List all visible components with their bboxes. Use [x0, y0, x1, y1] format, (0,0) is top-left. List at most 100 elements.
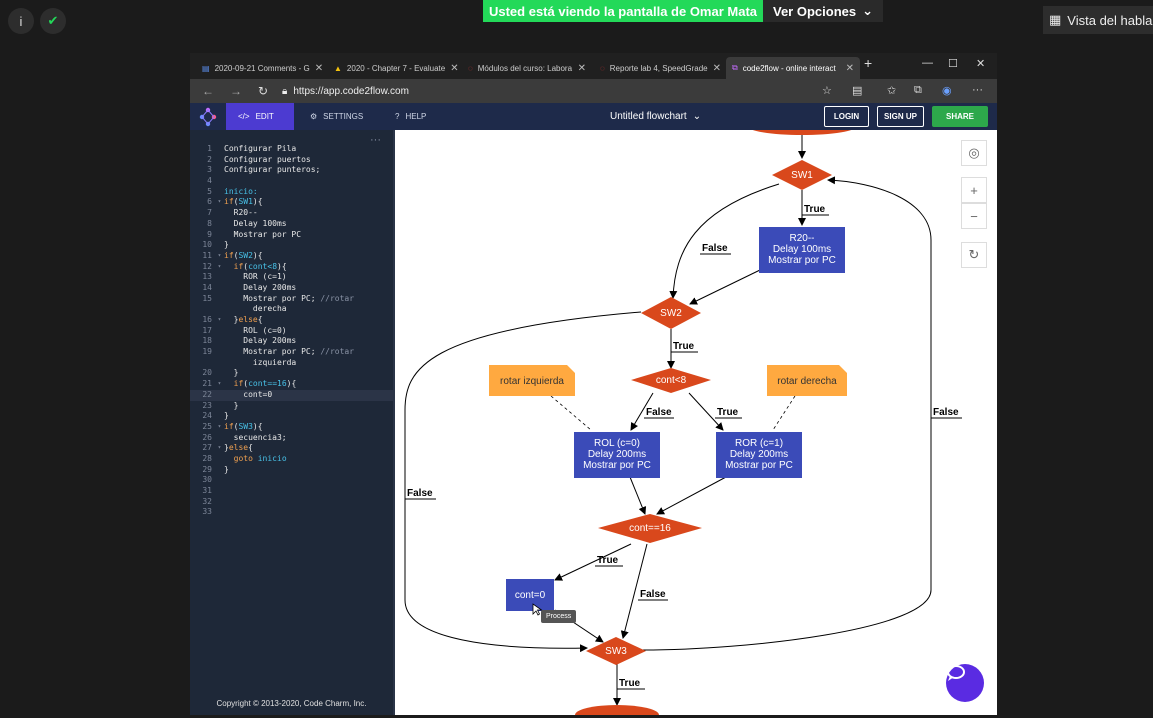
code-text[interactable] — [224, 486, 393, 497]
close-icon[interactable]: ✕ — [712, 62, 721, 74]
close-icon[interactable]: ✕ — [450, 62, 459, 74]
code-text[interactable]: ROR (c=1) — [224, 272, 287, 282]
code-text[interactable]: } — [224, 368, 239, 378]
code-text[interactable]: }else{ — [224, 315, 263, 324]
code-text[interactable] — [224, 497, 393, 508]
pane-splitter[interactable] — [393, 130, 395, 715]
code-line[interactable]: 18 Delay 200ms — [190, 336, 393, 347]
zoom-out-button[interactable]: − — [961, 203, 987, 229]
end-terminal[interactable] — [575, 705, 659, 715]
code-text[interactable]: derecha — [224, 304, 287, 314]
browser-tab-chapter7[interactable]: ▲ 2020 - Chapter 7 - Evaluate ✕ — [328, 57, 460, 79]
code-text[interactable]: Mostrar por PC — [224, 229, 302, 239]
code-line[interactable]: 11 ▾if(SW2){ — [190, 251, 393, 262]
fold-icon[interactable]: ▾ — [214, 316, 222, 323]
code-text[interactable]: ROL (c=0) — [224, 325, 287, 335]
process-rol[interactable] — [574, 432, 660, 478]
code-text[interactable]: if(SW2){ — [224, 250, 263, 260]
code-line[interactable]: 33 — [190, 507, 393, 518]
code-text[interactable]: R20-- — [224, 208, 258, 218]
browser-tab-modulos[interactable]: ◌ Módulos del curso: Labora ✕ — [462, 57, 592, 79]
new-tab-button[interactable]: + — [864, 55, 873, 71]
code-text[interactable]: cont=0 — [224, 389, 273, 399]
tab-help[interactable]: ? HELP — [383, 103, 438, 130]
code-text[interactable]: Configurar Pila — [224, 144, 297, 153]
favorites-icon[interactable]: ✩ — [887, 85, 897, 97]
code-line[interactable]: 27 ▾}else{ — [190, 443, 393, 454]
decision-sw3[interactable] — [586, 637, 646, 665]
maximize-button[interactable]: ☐ — [948, 58, 958, 70]
code-text[interactable]: if(SW1){ — [224, 197, 263, 207]
doc-title-dropdown[interactable]: Untitled flowchart ⌄ — [610, 103, 701, 130]
zoom-in-button[interactable]: + — [961, 177, 987, 203]
code-text[interactable]: secuencia3; — [224, 432, 287, 442]
more-icon[interactable]: ··· — [370, 134, 381, 146]
code-text[interactable]: }else{ — [224, 443, 253, 453]
code-line[interactable]: 17 ROL (c=0) — [190, 326, 393, 337]
code-line[interactable]: 32 — [190, 497, 393, 508]
code-text[interactable]: } — [224, 464, 229, 474]
code-line[interactable]: 6 ▾if(SW1){ — [190, 197, 393, 208]
reading-icon[interactable]: ▤ — [852, 85, 863, 97]
decision-sw2[interactable] — [641, 297, 701, 329]
code-text[interactable] — [224, 176, 393, 187]
code-line[interactable]: 14 Delay 200ms — [190, 283, 393, 294]
code-line[interactable]: 24} — [190, 411, 393, 422]
code-text[interactable]: goto inicio — [233, 453, 287, 463]
code-line[interactable]: derecha — [190, 304, 393, 315]
code-text[interactable]: Delay 200ms — [224, 282, 297, 292]
code-line[interactable]: 23 } — [190, 401, 393, 412]
decision-cont16[interactable] — [598, 514, 702, 543]
chat-button[interactable] — [946, 664, 984, 702]
fold-icon[interactable]: ▾ — [214, 251, 222, 259]
code-text[interactable]: Mostrar por PC; //rotar — [224, 347, 355, 357]
code-text[interactable]: Configurar punteros; — [224, 165, 321, 175]
code-text[interactable]: Delay 100ms — [224, 218, 287, 228]
close-icon[interactable]: ✕ — [314, 62, 324, 74]
code-line[interactable]: 30 — [190, 475, 393, 486]
code-line[interactable]: 29} — [190, 465, 393, 476]
start-terminal[interactable] — [747, 130, 857, 135]
code-text[interactable]: } — [224, 240, 229, 250]
code-text[interactable] — [224, 507, 393, 518]
code-text[interactable]: inicio: — [224, 186, 258, 196]
code-text[interactable]: Mostrar por PC; //rotar — [224, 293, 355, 303]
star-icon[interactable]: ☆ — [822, 85, 832, 97]
code-text[interactable]: Delay 200ms — [224, 336, 297, 346]
browser-tab-reporte[interactable]: ◌ Reporte lab 4, SpeedGrade ✕ — [594, 57, 724, 79]
note-rotar-izquierda[interactable] — [489, 365, 575, 396]
process-cont0[interactable] — [506, 579, 554, 611]
code-text[interactable]: } — [224, 400, 239, 410]
url-field[interactable]: 🔒︎ https://app.code2flow.com — [282, 81, 842, 101]
code-text[interactable]: if(cont<8){ — [233, 261, 287, 271]
shield-check-icon[interactable]: ✔ — [40, 8, 66, 34]
process-ror[interactable] — [716, 432, 802, 478]
fold-icon[interactable]: ▾ — [214, 444, 222, 452]
code-line[interactable]: 10} — [190, 240, 393, 251]
tab-settings[interactable]: ⚙ SETTINGS — [298, 103, 375, 130]
speaker-view-button[interactable]: ▦ Vista del hablan — [1043, 6, 1153, 34]
code-line[interactable]: 4 — [190, 176, 393, 187]
code-line[interactable]: 16 ▾ }else{ — [190, 315, 393, 326]
browser-tab-comments[interactable]: ▤ 2020-09-21 Comments - G ✕ — [196, 57, 326, 79]
fold-icon[interactable]: ▾ — [214, 262, 222, 270]
refresh-icon[interactable]: ↻ — [961, 242, 987, 268]
code2flow-logo[interactable] — [198, 107, 218, 127]
fold-icon[interactable]: ▾ — [214, 380, 222, 388]
code-line[interactable]: izquierda — [190, 358, 393, 369]
back-icon[interactable]: ← — [202, 84, 214, 98]
forward-icon[interactable]: → — [230, 84, 242, 98]
code-line[interactable]: 9 Mostrar por PC — [190, 230, 393, 241]
close-icon[interactable]: ✕ — [577, 62, 586, 74]
code-text[interactable]: izquierda — [224, 357, 297, 367]
profile-icon[interactable]: ◉ — [942, 85, 952, 97]
target-icon[interactable]: ◎ — [961, 140, 987, 166]
decision-sw1[interactable] — [772, 160, 832, 190]
code-line[interactable]: 7 R20-- — [190, 208, 393, 219]
browser-tab-code2flow[interactable]: ⧉ code2flow - online interact ✕ — [726, 57, 860, 79]
